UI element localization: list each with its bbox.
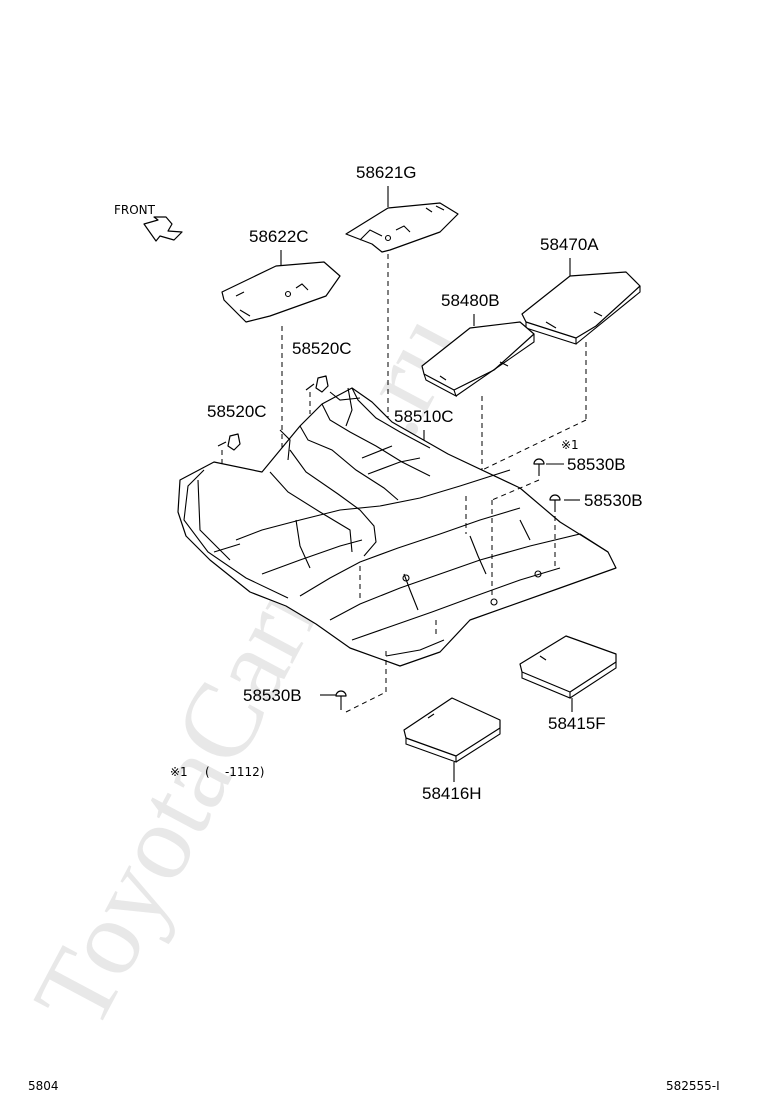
label-58520C-upper: 58520C [292, 339, 352, 358]
label-58480B: 58480B [441, 291, 500, 310]
note-mark: ※1 [561, 438, 579, 452]
label-58510C: 58510C [394, 407, 454, 426]
fastener-58530B-lower [335, 690, 347, 697]
label-58530B-upper: 58530B [567, 455, 626, 474]
label-58415F: 58415F [548, 714, 606, 733]
footnote-mark: ※1 [170, 765, 188, 779]
footnote-text: ( -1112) [205, 765, 265, 779]
footer-left: 5804 [28, 1079, 59, 1093]
label-58622C: 58622C [249, 227, 309, 246]
fastener-58530B-upper [533, 458, 545, 465]
part-58480B [421, 321, 535, 391]
footer-right: 582555-I [666, 1079, 720, 1093]
label-58621G: 58621G [356, 163, 417, 182]
clip-58520C-upper [315, 375, 329, 393]
front-label: FRONT [114, 203, 156, 217]
label-58416H: 58416H [422, 784, 482, 803]
part-58416H [403, 697, 501, 757]
label-58520C-lower: 58520C [207, 402, 267, 421]
part-58510C-carpet [177, 387, 617, 667]
label-58530B-lower: 58530B [243, 686, 302, 705]
label-58470A: 58470A [540, 235, 599, 254]
part-58622C [221, 261, 341, 323]
clip-58520C-lower [227, 433, 241, 451]
part-58470A [521, 271, 641, 339]
front-arrow-icon [143, 216, 183, 242]
label-58530B-middle: 58530B [584, 491, 643, 510]
fastener-58530B-middle [549, 494, 561, 501]
